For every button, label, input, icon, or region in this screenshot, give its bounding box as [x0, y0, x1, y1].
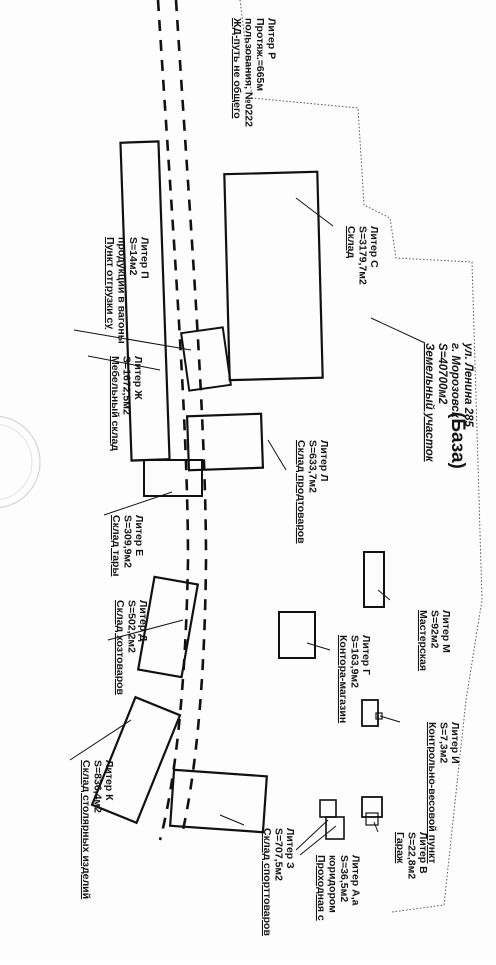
label-shipping-point-line-1: Пункт отгрузки су: [104, 237, 116, 329]
label-checkpoint-line-1: Проходная с: [315, 855, 327, 921]
label-shipping-point-line-4: Литер П: [139, 237, 151, 279]
label-joinery-warehouse-line-1: Склад столярных изделий: [80, 760, 92, 899]
railway-info-line-3: Протяж.=665м: [254, 18, 266, 91]
label-shipping-point-line-3: S=14м2: [127, 237, 139, 276]
label-warehouse-c-line-3: Литер С: [368, 226, 380, 268]
plot-info-line-1: Земельный участок: [423, 343, 435, 463]
label-shipping-point-line-2: продукции в вагоны: [116, 237, 128, 344]
label-office-shop-line-3: Литер Г: [360, 635, 372, 675]
railway-info-line-2: пользования, №0222: [243, 18, 255, 127]
label-household-warehouse-line-3: Литер Д: [137, 600, 149, 642]
label-joinery-warehouse-line-3: Литер К: [103, 760, 115, 801]
plot-info-line-3: г. Морозовск: [449, 343, 461, 419]
label-workshop-line-2: S=92м2: [429, 610, 441, 649]
label-warehouse-c-line-2: S=3179,7м2: [357, 226, 369, 285]
label-garage-line-3: Литер В: [417, 832, 429, 874]
label-food-warehouse-line-2: S=633,7м2: [307, 440, 319, 493]
building-shipping-point: [180, 326, 232, 392]
label-furniture-warehouse-line-3: Литер Ж: [132, 356, 144, 400]
label-office-shop-line-2: S=163,9м2: [349, 635, 361, 688]
building-workshop: [363, 551, 385, 608]
building-weighing-point-inner: [375, 712, 383, 720]
label-joinery-warehouse-line-2: S=836,4м2: [92, 760, 104, 813]
label-sports-warehouse-line-1: Склад спорттоваров: [261, 828, 273, 936]
label-warehouse-c-line-1: Склад: [345, 226, 357, 258]
label-furniture-warehouse-line-2: S=1672,5м2: [121, 356, 133, 415]
label-household-warehouse-line-1: Склад хозтоваров: [114, 600, 126, 696]
label-workshop-line-1: Мастерская: [417, 610, 429, 671]
plot-boundary: [239, 0, 483, 913]
label-food-warehouse-line-1: Склад продтоваров: [295, 440, 307, 544]
building-garage-inner: [365, 812, 379, 826]
label-weighing-point-line-1: Контрольно-весовой пункт: [426, 722, 438, 864]
label-office-shop-line-1: Контора-магазин: [337, 635, 349, 723]
label-weighing-point-line-2: S=7,3м2: [438, 722, 450, 763]
railway-info-line-4: Литер Р: [266, 18, 278, 59]
label-sports-warehouse-line-2: S=707,5м2: [273, 828, 285, 881]
plot-info-line-4: ул. Ленина 285: [462, 342, 474, 428]
label-checkpoint-line-3: S=36,5м2: [338, 855, 350, 902]
building-joinery-warehouse: [90, 695, 182, 825]
label-sports-warehouse-line-3: Литер З: [284, 828, 296, 869]
label-container-warehouse-line-1: Склад тары: [110, 515, 122, 576]
label-workshop-line-3: Литер М: [440, 610, 452, 653]
label-checkpoint-line-4: Литер А,а: [350, 855, 362, 906]
label-garage-line-1: Гараж: [394, 832, 406, 864]
building-sports-warehouse: [168, 768, 269, 834]
railway-track-right: [174, 0, 208, 831]
label-weighing-point-line-3: Литер И: [449, 722, 461, 764]
label-container-warehouse-line-2: S=309,9м2: [122, 515, 134, 568]
leader-lines: [69, 197, 426, 856]
label-household-warehouse-line-2: S=502,2м2: [126, 600, 138, 653]
label-container-warehouse-line-3: Литер Е: [133, 515, 145, 556]
building-checkpoint-b: [325, 816, 345, 840]
building-office-shop: [278, 611, 316, 659]
building-household-warehouse: [136, 575, 200, 679]
building-container-warehouse: [143, 459, 203, 497]
building-garage: [361, 796, 383, 818]
railway-info-line-1: ЖД-путь не общего: [231, 17, 243, 119]
seal-stamp: [0, 415, 41, 509]
plot-info-line-2: S=40700м2: [436, 343, 448, 405]
building-food-warehouse: [185, 412, 265, 472]
label-furniture-warehouse-line-1: Мебельный склад: [109, 356, 121, 451]
plan-title: (База): [447, 412, 468, 469]
label-garage-line-2: S=22,8м2: [406, 832, 418, 879]
building-warehouse-c: [223, 170, 324, 382]
building-checkpoint-a: [319, 799, 337, 818]
label-checkpoint-line-2: коридором: [327, 855, 339, 913]
label-food-warehouse-line-3: Литер Л: [318, 440, 330, 482]
